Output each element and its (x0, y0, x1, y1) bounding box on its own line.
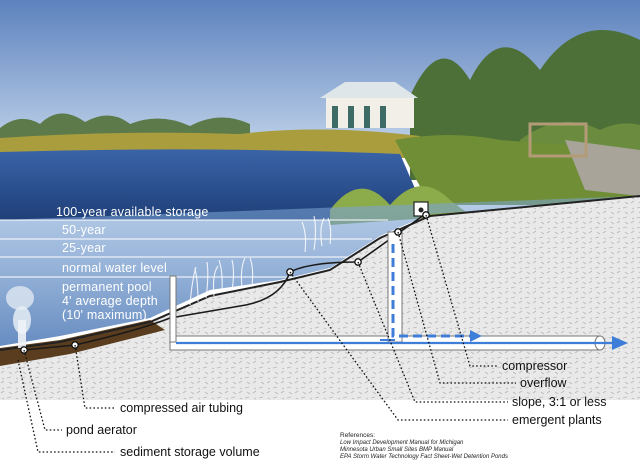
level-label-50-year: 50-year (62, 223, 106, 237)
reference-item: Minnesota Urban Small Sites BMP Manual (340, 447, 454, 453)
leader-lines (17, 214, 516, 453)
references-heading: References: (340, 432, 375, 439)
reference-item: Low Impact Development Manual for Michig… (340, 440, 464, 446)
label-emergent-plants: emergent plants (512, 413, 602, 427)
right-bank (330, 122, 640, 225)
permanent-pool-line2: 4' average depth (62, 294, 158, 308)
flow-arrows (176, 244, 628, 350)
aerator-plume (6, 286, 34, 348)
permanent-pool-line3: (10' maximum) (62, 308, 147, 322)
label-pond-aerator: pond aerator (66, 423, 137, 437)
level-label-25-year: 25-year (62, 241, 106, 255)
level-label-100-year: 100-year available storage (56, 205, 209, 219)
label-sediment-storage-volume: sediment storage volume (120, 445, 260, 459)
label-compressor: compressor (502, 359, 567, 373)
compressed-air-tubing-line (23, 214, 425, 351)
reference-item: EPA Storm Water Technology Fact Sheet-We… (340, 454, 508, 460)
label-slope: slope, 3:1 or less (512, 395, 607, 409)
level-label-normal: normal water level (62, 261, 167, 275)
label-compressed-air-tubing: compressed air tubing (120, 401, 243, 415)
water-section (0, 196, 640, 346)
label-overflow: overflow (520, 376, 568, 390)
permanent-pool-line1: permanent pool (62, 280, 152, 294)
house (320, 82, 418, 128)
emergent-plants (189, 215, 332, 306)
pond-surface (0, 149, 420, 220)
